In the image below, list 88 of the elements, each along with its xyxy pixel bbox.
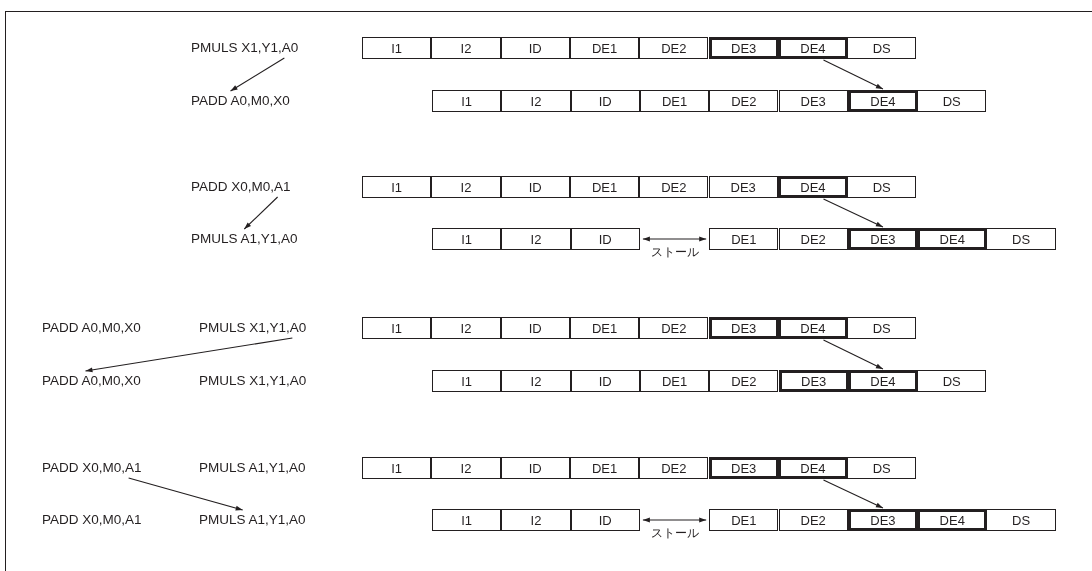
arrow [642, 236, 707, 242]
arrow [822, 479, 884, 509]
pipeline-stage-cell: I2 [431, 37, 501, 59]
pipeline-stage-cell: I1 [362, 317, 432, 339]
pipeline-stage-cell: DE1 [639, 370, 710, 392]
arrow [229, 57, 285, 92]
pipeline-stage-cell: ID [500, 317, 570, 339]
pipeline-stage-cell: I2 [431, 176, 501, 198]
pipeline-stage-cell: I1 [362, 457, 432, 479]
pipeline-stage-cell: DS [986, 228, 1056, 250]
pipeline-stage-cell: I2 [501, 370, 571, 392]
edge-label: ストール [650, 525, 699, 542]
pipeline-stage-cell: DE3 [708, 317, 779, 339]
pipeline-stage-cell: ID [570, 228, 640, 250]
pipeline-stage-cell: DE3 [847, 228, 919, 250]
arrow [822, 198, 884, 228]
pipeline-stage-cell: DE2 [709, 370, 779, 392]
pipeline-stage-cell: DE1 [569, 37, 640, 59]
pipeline-stage-cell: DE1 [709, 509, 779, 531]
pipeline-stage-cell: DE3 [708, 37, 779, 59]
pipeline-stage-cell: DS [847, 317, 917, 339]
pipeline-stage-cell: DE3 [708, 457, 779, 479]
pipeline-stage-cell: DE4 [847, 90, 919, 112]
instruction-text: PMULS A1,Y1,A0 [191, 230, 298, 248]
pipeline-stage-cell: ID [500, 457, 570, 479]
pipeline-stage-cell: ID [570, 509, 640, 531]
pipeline-stage-cell: I2 [501, 90, 571, 112]
pipeline-stage-cell: I2 [431, 457, 501, 479]
pipeline-stage-cell: ID [500, 176, 570, 198]
pipeline-stage-cell: DE2 [639, 457, 709, 479]
edge-label: ストール [650, 244, 699, 261]
pipeline-stage-cell: DE4 [777, 37, 849, 59]
instruction-text: PMULS A1,Y1,A0 [199, 511, 306, 529]
pipeline-stage-cell: DE2 [639, 317, 709, 339]
arrow [243, 196, 279, 230]
pipeline-stage-cell: DE3 [847, 509, 919, 531]
pipeline-stage-cell: ID [570, 90, 640, 112]
pipeline-stage-cell: DE4 [777, 317, 849, 339]
pipeline-stage-cell: DE2 [778, 509, 848, 531]
arrow [84, 337, 293, 373]
arrow [128, 477, 244, 511]
pipeline-stage-cell: I1 [432, 370, 502, 392]
pipeline-stage-cell: DE3 [778, 90, 848, 112]
pipeline-stage-cell: DS [847, 176, 917, 198]
pipeline-stage-cell: DE3 [708, 176, 778, 198]
pipeline-stage-cell: DE1 [569, 457, 640, 479]
arrow [822, 59, 884, 90]
pipeline-stage-cell: DE2 [709, 90, 779, 112]
instruction-text: PMULS A1,Y1,A0 [199, 459, 306, 477]
pipeline-stage-cell: I1 [432, 509, 502, 531]
instruction-text: PADD X0,M0,A1 [191, 178, 291, 196]
pipeline-stage-cell: I1 [362, 176, 432, 198]
pipeline-stage-cell: ID [570, 370, 640, 392]
arrow [642, 517, 707, 523]
pipeline-stage-cell: DE4 [777, 457, 849, 479]
instruction-text: PMULS X1,Y1,A0 [191, 39, 299, 57]
pipeline-stage-cell: DS [847, 457, 917, 479]
pipeline-stage-cell: DE1 [569, 176, 640, 198]
pipeline-stage-cell: DS [917, 370, 987, 392]
pipeline-stage-cell: ID [500, 37, 570, 59]
pipeline-stage-cell: I2 [501, 509, 571, 531]
pipeline-stage-cell: DE1 [709, 228, 779, 250]
instruction-text: PADD X0,M0,A1 [42, 511, 142, 529]
pipeline-stage-cell: DE2 [639, 37, 709, 59]
pipeline-stage-cell: DE2 [778, 228, 848, 250]
pipeline-stage-cell: DE4 [917, 228, 988, 250]
instruction-text: PADD X0,M0,A1 [42, 459, 142, 477]
pipeline-stage-cell: DE1 [639, 90, 710, 112]
pipeline-stage-cell: DE4 [777, 176, 849, 198]
instruction-text: PADD A0,M0,X0 [191, 92, 290, 110]
pipeline-stage-cell: DE4 [847, 370, 919, 392]
pipeline-stage-cell: DS [917, 90, 987, 112]
instruction-text: PMULS X1,Y1,A0 [199, 319, 307, 337]
instruction-text: PADD A0,M0,X0 [42, 372, 141, 390]
arrow [822, 339, 884, 370]
pipeline-stage-cell: I2 [431, 317, 501, 339]
pipeline-stage-cell: I1 [432, 228, 502, 250]
pipeline-stage-cell: I2 [501, 228, 571, 250]
pipeline-stage-cell: DS [986, 509, 1056, 531]
instruction-text: PADD A0,M0,X0 [42, 319, 141, 337]
pipeline-stage-cell: DS [847, 37, 917, 59]
pipeline-stage-cell: DE3 [778, 370, 849, 392]
instruction-text: PMULS X1,Y1,A0 [199, 372, 307, 390]
pipeline-stage-cell: DE1 [569, 317, 640, 339]
pipeline-stage-cell: I1 [362, 37, 432, 59]
pipeline-stage-cell: DE2 [639, 176, 709, 198]
pipeline-stage-cell: I1 [432, 90, 502, 112]
pipeline-stage-cell: DE4 [917, 509, 988, 531]
